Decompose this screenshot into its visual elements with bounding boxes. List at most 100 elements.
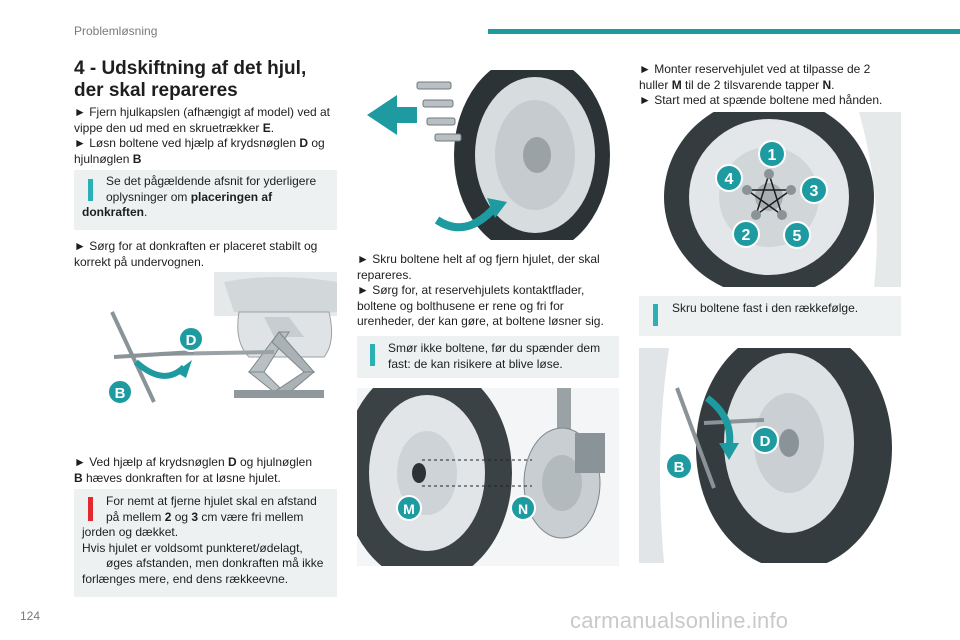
text-line: Hvis hjulet er voldsomt punkteret/ødelag…	[82, 540, 303, 555]
text-line: Se det pågældende afsnit for yderligere	[106, 174, 317, 188]
info-text-jack-location: Se det pågældende afsnit for yderligere …	[82, 174, 333, 221]
header-title: Problemløsning	[74, 24, 158, 38]
info-icon-bar	[370, 344, 375, 366]
label-m-badge	[396, 495, 422, 521]
info-box-bolt-order	[639, 296, 901, 336]
section-title-line-1: 4 - Udskiftning af det hjul,	[74, 58, 307, 79]
text-line: urenheder, der kan gøre, at boltene løsn…	[357, 314, 604, 328]
text-line: boltene og bolthusene er rene og fri for	[357, 298, 564, 313]
text-part: ► Ved hjælp af krydsnøglen	[74, 455, 228, 469]
label-b-badge	[665, 452, 693, 480]
text-line: jorden og dækket.	[82, 525, 179, 539]
text-line: donkraften.	[82, 205, 333, 221]
text-bold: donkraften	[82, 205, 145, 219]
info-text-bolt-order: Skru boltene fast i den rækkefølge.	[672, 301, 859, 315]
text-part: ► Løsn boltene ved hjælp af krydsnøglen	[74, 136, 300, 150]
text-line: huller M til de 2 tilsvarende tapper N.	[639, 78, 901, 94]
info-icon-bar	[88, 179, 93, 201]
text-line: hjulnøglen B	[74, 152, 344, 168]
label-d: D	[186, 332, 197, 349]
figure-hub-alignment: M N	[357, 388, 619, 566]
warning-box-clearance	[74, 489, 337, 597]
text-line: ► Sørg for, at reservehjulets kontaktfla…	[357, 283, 585, 297]
bolt-order-badges	[715, 140, 828, 249]
text-part: cm være fri mellem	[198, 509, 304, 524]
label-m: M	[403, 501, 415, 517]
text-bold: B	[132, 151, 142, 166]
text-line: Smør ikke boltene, før du spænder dem	[388, 341, 601, 355]
text-line: B hæves donkraften for at løsne hjulet.	[74, 471, 344, 487]
figure-bolt-order: 1 2 3 4 5	[639, 112, 901, 287]
text-line: ► Ved hjælp af krydsnøglen D og hjulnøgl…	[74, 455, 344, 471]
bolt-order-1: 1	[768, 147, 777, 164]
text-part: og	[308, 136, 325, 150]
text-bold: D	[299, 136, 308, 150]
text-line: ► Fjern hjulkapslen (afhængigt af model)…	[74, 105, 331, 119]
info-text-no-grease: Smør ikke boltene, før du spænder dem fa…	[388, 341, 616, 372]
text-bold: 2	[164, 509, 172, 524]
label-d-badge	[751, 426, 779, 454]
text-bold: D	[227, 455, 237, 469]
warning-text-clearance: For nemt at fjerne hjulet skal en afstan…	[82, 494, 332, 587]
figure-wheel-removal	[357, 70, 617, 240]
text-part: huller	[639, 77, 672, 92]
bolt-order-4: 4	[725, 171, 734, 188]
text-line: ► Sørg for at donkraften er placeret sta…	[74, 239, 318, 253]
text-bold: B	[74, 470, 83, 485]
text-line: på mellem 2 og 3 cm være fri mellem	[82, 510, 332, 526]
info-box-jack-location	[74, 170, 337, 230]
bolt-order-5: 5	[793, 228, 802, 245]
step-raise-jack: ► Ved hjælp af krydsnøglen D og hjulnøgl…	[74, 455, 344, 486]
text-bold: M	[671, 77, 682, 92]
section-title: 4 - Udskiftning af det hjul, der skal re…	[74, 58, 344, 102]
label-n: N	[518, 501, 528, 517]
label-b: B	[115, 385, 126, 402]
label-d: D	[760, 433, 771, 450]
step-mount-spare: ► Monter reservehjulet ved at tilpasse d…	[639, 62, 901, 109]
label-n-badge	[510, 495, 536, 521]
step-jack-placement: ► Sørg for at donkraften er placeret sta…	[74, 239, 344, 270]
text-part: vippe den ud med en skruetrækker	[74, 120, 263, 135]
text-line: repareres.	[357, 267, 412, 282]
watermark: carmanualsonline.info	[570, 608, 789, 633]
text-bold: placeringen af	[190, 189, 273, 204]
figure-tighten-bolts: D B	[639, 348, 901, 563]
info-icon-bar	[653, 304, 658, 326]
text-line: ► Løsn boltene ved hjælp af krydsnøglen …	[74, 136, 344, 152]
bolt-order-3: 3	[810, 183, 819, 200]
label-b-badge	[107, 379, 133, 405]
section-title-line-2: der skal repareres	[74, 80, 238, 101]
label-d-badge	[178, 326, 204, 352]
text-line: øges afstanden, men donkraften må ikke	[106, 556, 324, 570]
text-part: og hjulnøglen	[236, 455, 313, 469]
text-line: fast: de kan risikere at blive løse.	[388, 356, 563, 371]
text-line: ► Monter reservehjulet ved at tilpasse d…	[639, 62, 871, 76]
page-number: 124	[20, 609, 41, 623]
text-part: til de 2 tilsvarende tapper	[681, 77, 823, 92]
text-part: .	[831, 77, 835, 92]
text-part: hæves donkraften for at løsne hjulet.	[82, 470, 281, 485]
text-line: forlænges mere, end dens rækkeevne.	[82, 571, 289, 586]
info-box-no-grease	[357, 336, 619, 378]
header-accent-bar	[488, 29, 960, 34]
text-line: ► Start med at spænde boltene med hånden…	[639, 93, 883, 107]
text-part: på mellem	[106, 509, 165, 524]
step-remove-hubcap: ► Fjern hjulkapslen (afhængigt af model)…	[74, 105, 344, 167]
text-line: oplysninger om placeringen af	[88, 190, 333, 206]
text-line: ► Skru boltene helt af og fjern hjulet, …	[357, 252, 600, 266]
text-line: vippe den ud med en skruetrækker E.	[74, 121, 344, 137]
text-part: og	[171, 509, 192, 524]
text-part: .	[270, 120, 275, 135]
figure-jack-illustration: D B	[107, 272, 337, 405]
label-b: B	[674, 459, 685, 476]
step-remove-wheel: ► Skru boltene helt af og fjern hjulet, …	[357, 252, 619, 330]
text-bold: 3	[191, 509, 199, 524]
text-line: For nemt at fjerne hjulet skal en afstan…	[106, 494, 317, 508]
text-part: .	[144, 205, 148, 219]
text-part: hjulnøglen	[74, 151, 133, 166]
text-bold: N	[822, 77, 832, 92]
bolt-order-2: 2	[742, 227, 751, 244]
text-bold: E	[262, 120, 271, 135]
text-line: korrekt på undervognen.	[74, 254, 205, 269]
text-part: oplysninger om	[106, 189, 191, 204]
